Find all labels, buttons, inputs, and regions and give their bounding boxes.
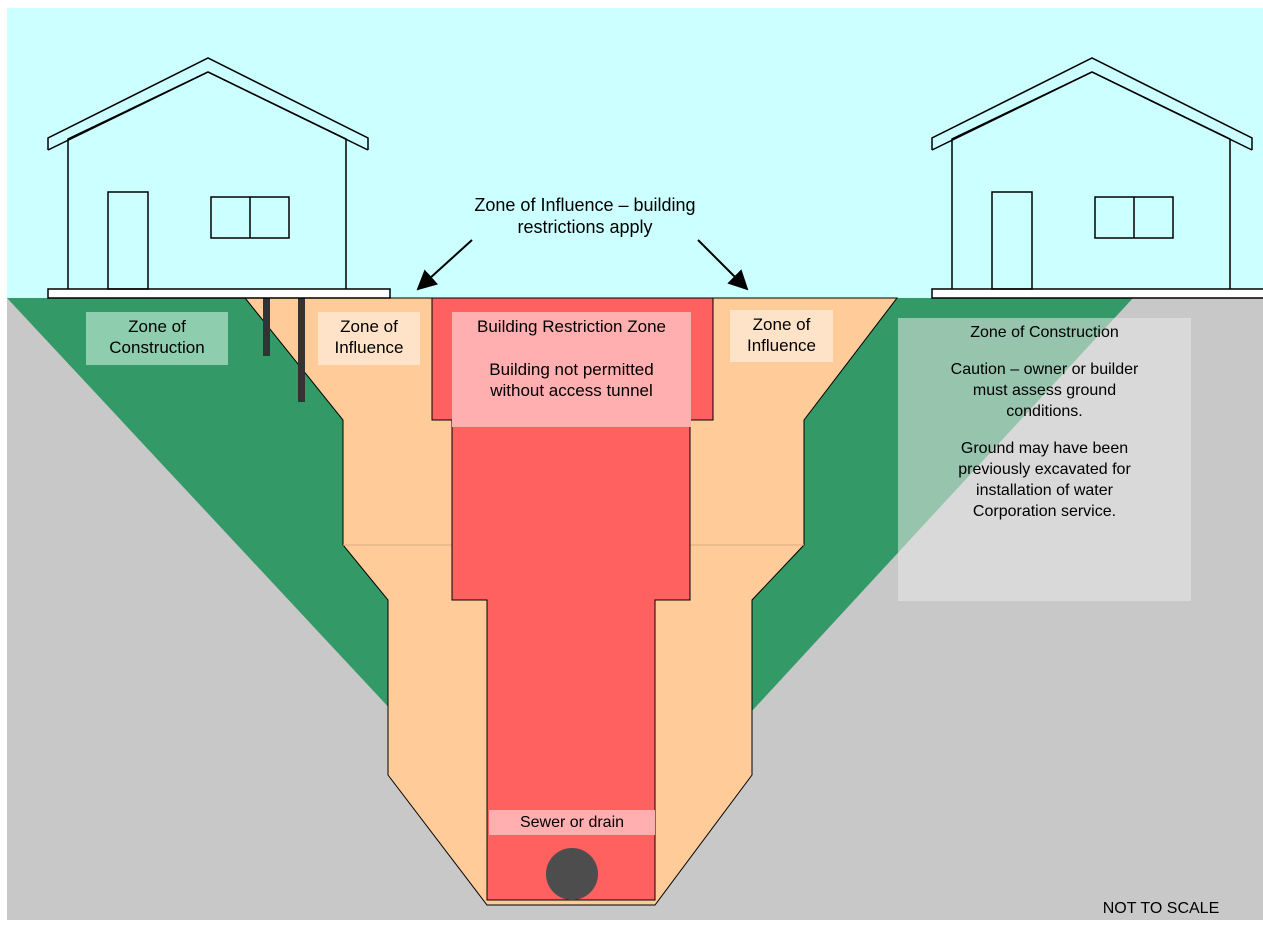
- caution-line-1: Caution – owner or builder: [950, 361, 1139, 378]
- footing-post-short: [263, 298, 270, 356]
- house-icon: [931, 57, 1263, 299]
- pipe-cross-section-icon: [546, 848, 598, 900]
- ground-note: Ground may have been previously excavate…: [898, 438, 1191, 522]
- callout-line-2: restrictions apply: [517, 217, 653, 237]
- building-restriction-zone-label: Building Restriction Zone Building not p…: [452, 316, 691, 401]
- zone-of-influence-right-label: Zone of Influence: [730, 314, 833, 356]
- construction-right-title: Zone of Construction: [970, 324, 1119, 341]
- construction-right-note-bg: [898, 318, 1191, 601]
- not-to-scale-note: NOT TO SCALE: [1066, 898, 1256, 919]
- caution-line-2: must assess ground: [972, 382, 1117, 399]
- caution-note: Caution – owner or builder must assess g…: [898, 359, 1191, 422]
- ground-line-1: Ground may have been: [960, 440, 1129, 457]
- callout-arrow-right: [697, 239, 749, 291]
- influence-right-line-2: Influence: [747, 336, 816, 355]
- sewer-or-drain-label: Sewer or drain: [489, 812, 655, 833]
- callout-line-1: Zone of Influence – building: [474, 195, 696, 215]
- influence-right-line-1: Zone of: [752, 315, 811, 334]
- influence-left-line-1: Zone of: [340, 317, 398, 336]
- construction-left-label-bg: [86, 312, 228, 365]
- sewer-label-bg: [489, 810, 655, 835]
- ground-line-3: installation of water: [976, 482, 1113, 499]
- zone-of-construction-right-note: Zone of Construction Caution – owner or …: [898, 322, 1191, 534]
- ground-line-2: previously excavated for: [958, 461, 1131, 478]
- construction-left-line-1: Zone of: [128, 317, 186, 336]
- scale-note-text: NOT TO SCALE: [1102, 900, 1220, 917]
- restriction-line-1: Building not permitted: [489, 360, 654, 379]
- influence-right-label-bg: [730, 310, 833, 362]
- zone-of-influence-callout: Zone of Influence – building restriction…: [420, 194, 750, 238]
- construction-left-line-2: Construction: [109, 338, 205, 357]
- zone-of-construction-left-label: Zone of Construction: [86, 316, 228, 358]
- house-icon: [47, 57, 391, 299]
- influence-left-line-2: Influence: [334, 338, 404, 357]
- restriction-label-bg: [452, 312, 691, 427]
- restriction-line-2: without access tunnel: [490, 381, 653, 400]
- influence-left-label-bg: [318, 312, 420, 365]
- callout-arrow-left: [416, 239, 473, 291]
- ground-line-4: Corporation service.: [972, 503, 1117, 520]
- restriction-title: Building Restriction Zone: [477, 317, 666, 336]
- footing-post-long: [298, 298, 305, 402]
- caution-line-3: conditions.: [1006, 403, 1083, 420]
- sewer-label-text: Sewer or drain: [519, 814, 625, 831]
- sky-area: [7, 8, 1263, 298]
- zone-of-influence-left-label: Zone of Influence: [318, 316, 420, 358]
